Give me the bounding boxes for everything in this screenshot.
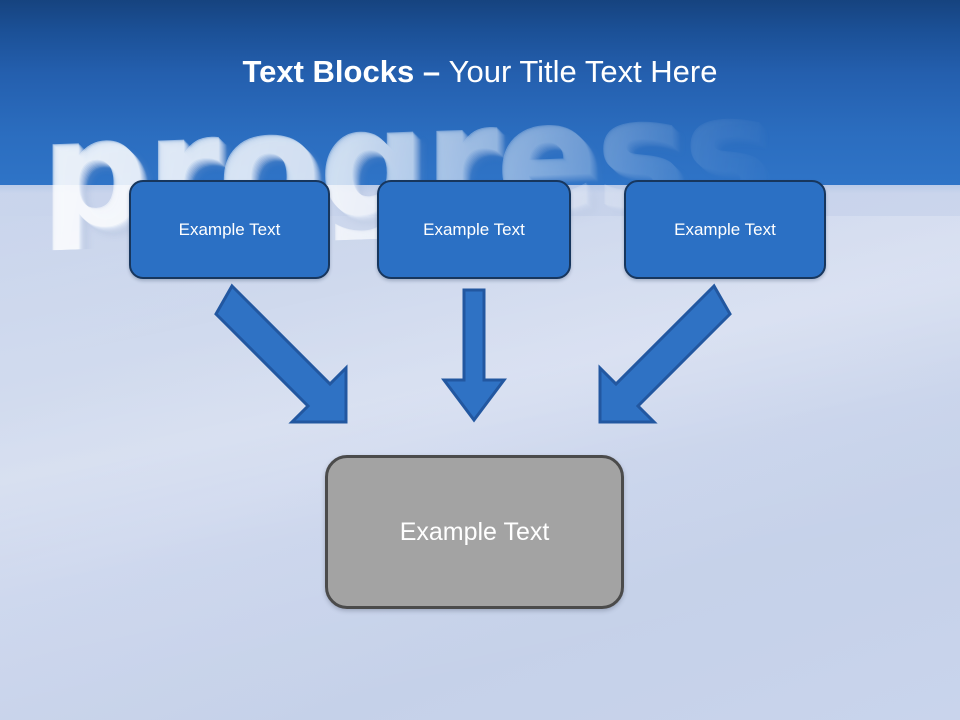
- page-title-light: Your Title Text Here: [448, 54, 718, 89]
- process-box-3[interactable]: Example Text: [624, 180, 826, 279]
- page-title: Text Blocks – Your Title Text Here: [0, 52, 960, 92]
- process-box-2[interactable]: Example Text: [377, 180, 571, 279]
- process-box-1[interactable]: Example Text: [129, 180, 330, 279]
- process-box-1-label: Example Text: [178, 219, 281, 239]
- title-band: [0, 0, 960, 215]
- process-box-2-label: Example Text: [423, 219, 525, 239]
- page-title-strong: Text Blocks: [242, 54, 423, 89]
- result-box[interactable]: Example Text: [325, 455, 624, 609]
- process-box-3-label: Example Text: [674, 219, 776, 239]
- result-box-label: Example Text: [399, 517, 550, 546]
- page-title-separator: –: [422, 54, 449, 89]
